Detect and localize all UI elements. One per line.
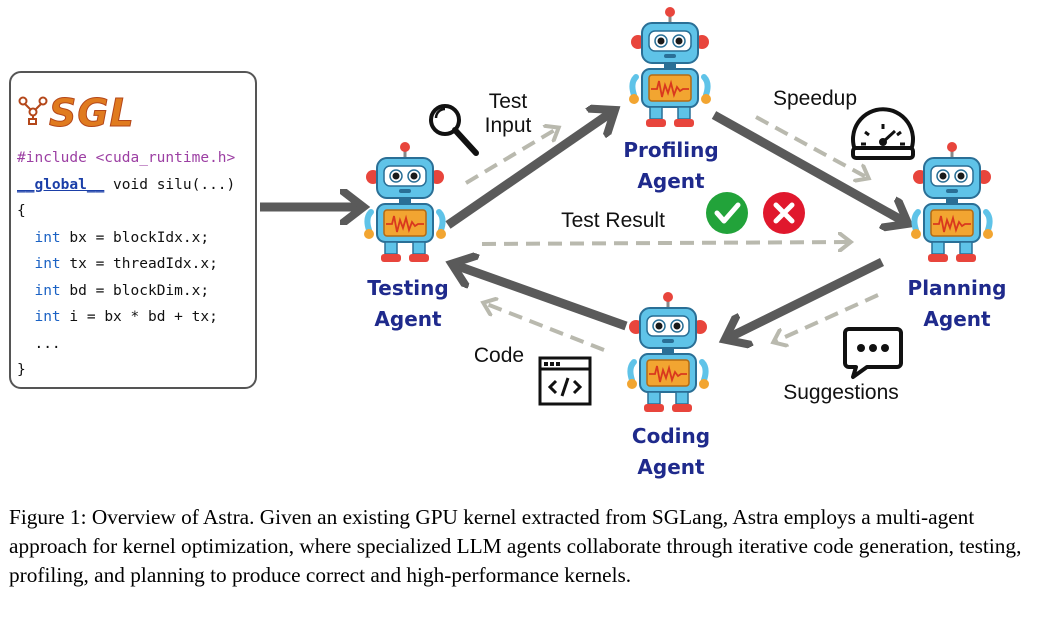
test-result-label: Test Result xyxy=(561,209,665,232)
code-line-body-1: int bx = blockIdx.x; xyxy=(17,225,235,252)
suggestions-dashed-arrow xyxy=(774,293,879,342)
profiling-agent-robot-icon xyxy=(629,7,711,127)
code-label: Code xyxy=(473,344,525,367)
body-text: bd = blockDim.x; xyxy=(60,282,210,299)
int-keyword: int xyxy=(34,256,61,272)
code-line-body-3: int bd = blockDim.x; xyxy=(17,278,235,305)
planning-agent-label-line2: Agent xyxy=(923,307,991,331)
include-keyword: #include xyxy=(17,150,87,166)
include-arg: <cuda_runtime.h> xyxy=(95,150,236,166)
test-input-label-line2: Input xyxy=(484,114,532,137)
test-input-dashed-arrow xyxy=(464,128,558,185)
planning-agent-label: Planning Agent xyxy=(902,273,1012,335)
planning-agent-label-line1: Planning xyxy=(907,276,1007,300)
global-keyword: __global__ xyxy=(17,176,105,193)
code-line-include: #include <cuda_runtime.h> xyxy=(17,145,235,172)
planning-to-coding-arrow xyxy=(728,257,884,338)
int-keyword: int xyxy=(34,229,61,246)
coding-agent-label-line1: Coding xyxy=(631,424,711,448)
code-window-icon xyxy=(538,356,592,406)
signature-rest: void silu(...) xyxy=(104,176,236,193)
test-input-label: Test Input xyxy=(470,90,546,138)
astra-overview-diagram: Testing Agent Profiling Agent Planning A… xyxy=(9,7,1012,483)
profiling-agent-label-line1: Profiling xyxy=(623,138,719,162)
figure-caption: Figure 1: Overview of Astra. Given an ex… xyxy=(9,505,1022,587)
code-listing: #include <cuda_runtime.h>__global__ void… xyxy=(17,145,235,384)
int-keyword: int xyxy=(34,282,61,299)
body-text: tx = threadIdx.x; xyxy=(60,256,218,272)
speedup-label: Speedup xyxy=(772,87,858,110)
profiling-agent-label-line2: Agent xyxy=(637,169,705,193)
code-line-close-brace: } xyxy=(17,362,26,378)
code-line-ellipsis: ... xyxy=(17,331,235,358)
coding-to-testing-arrow xyxy=(455,265,628,331)
check-circle-icon xyxy=(706,192,748,234)
body-text: bx = blockIdx.x; xyxy=(60,229,210,246)
ellipsis-text: ... xyxy=(34,335,61,352)
code-line-body-2: int tx = threadIdx.x; xyxy=(17,251,235,278)
testing-agent-label-line1: Testing xyxy=(367,276,449,300)
code-line-signature: __global__ void silu(...) xyxy=(17,172,235,199)
chat-bubble-icon xyxy=(843,327,903,379)
code-line-open-brace: { xyxy=(17,203,26,219)
x-circle-icon xyxy=(763,192,805,234)
testing-to-profiling-arrow xyxy=(445,112,612,229)
planning-agent-robot-icon xyxy=(911,142,993,262)
test-input-label-line1: Test xyxy=(488,90,528,113)
magnifier-icon xyxy=(429,104,479,156)
testing-agent-label: Testing Agent xyxy=(356,273,460,335)
speedometer-icon xyxy=(851,107,915,160)
sgl-logo-text: SGL xyxy=(49,91,135,136)
testing-agent-robot-icon xyxy=(364,142,446,262)
sgl-logo-icon xyxy=(18,96,48,125)
profiling-agent-label: Profiling Agent xyxy=(614,135,728,197)
kernel-code-panel: SGL #include <cuda_runtime.h>__global__ … xyxy=(9,71,257,389)
code-line-body-4: int i = bx * bd + tx; xyxy=(17,304,235,331)
test-result-dashed-arrow xyxy=(481,242,850,244)
coding-agent-label-line2: Agent xyxy=(637,455,705,479)
suggestions-label: Suggestions xyxy=(783,381,899,404)
int-keyword: int xyxy=(34,309,61,325)
body-text: i = bx * bd + tx; xyxy=(60,309,218,325)
profiling-to-planning-arrow xyxy=(711,111,905,222)
arrows-layer xyxy=(260,104,915,406)
coding-agent-robot-icon xyxy=(627,292,709,412)
coding-agent-label: Coding Agent xyxy=(618,421,724,483)
testing-agent-label-line2: Agent xyxy=(374,307,442,331)
